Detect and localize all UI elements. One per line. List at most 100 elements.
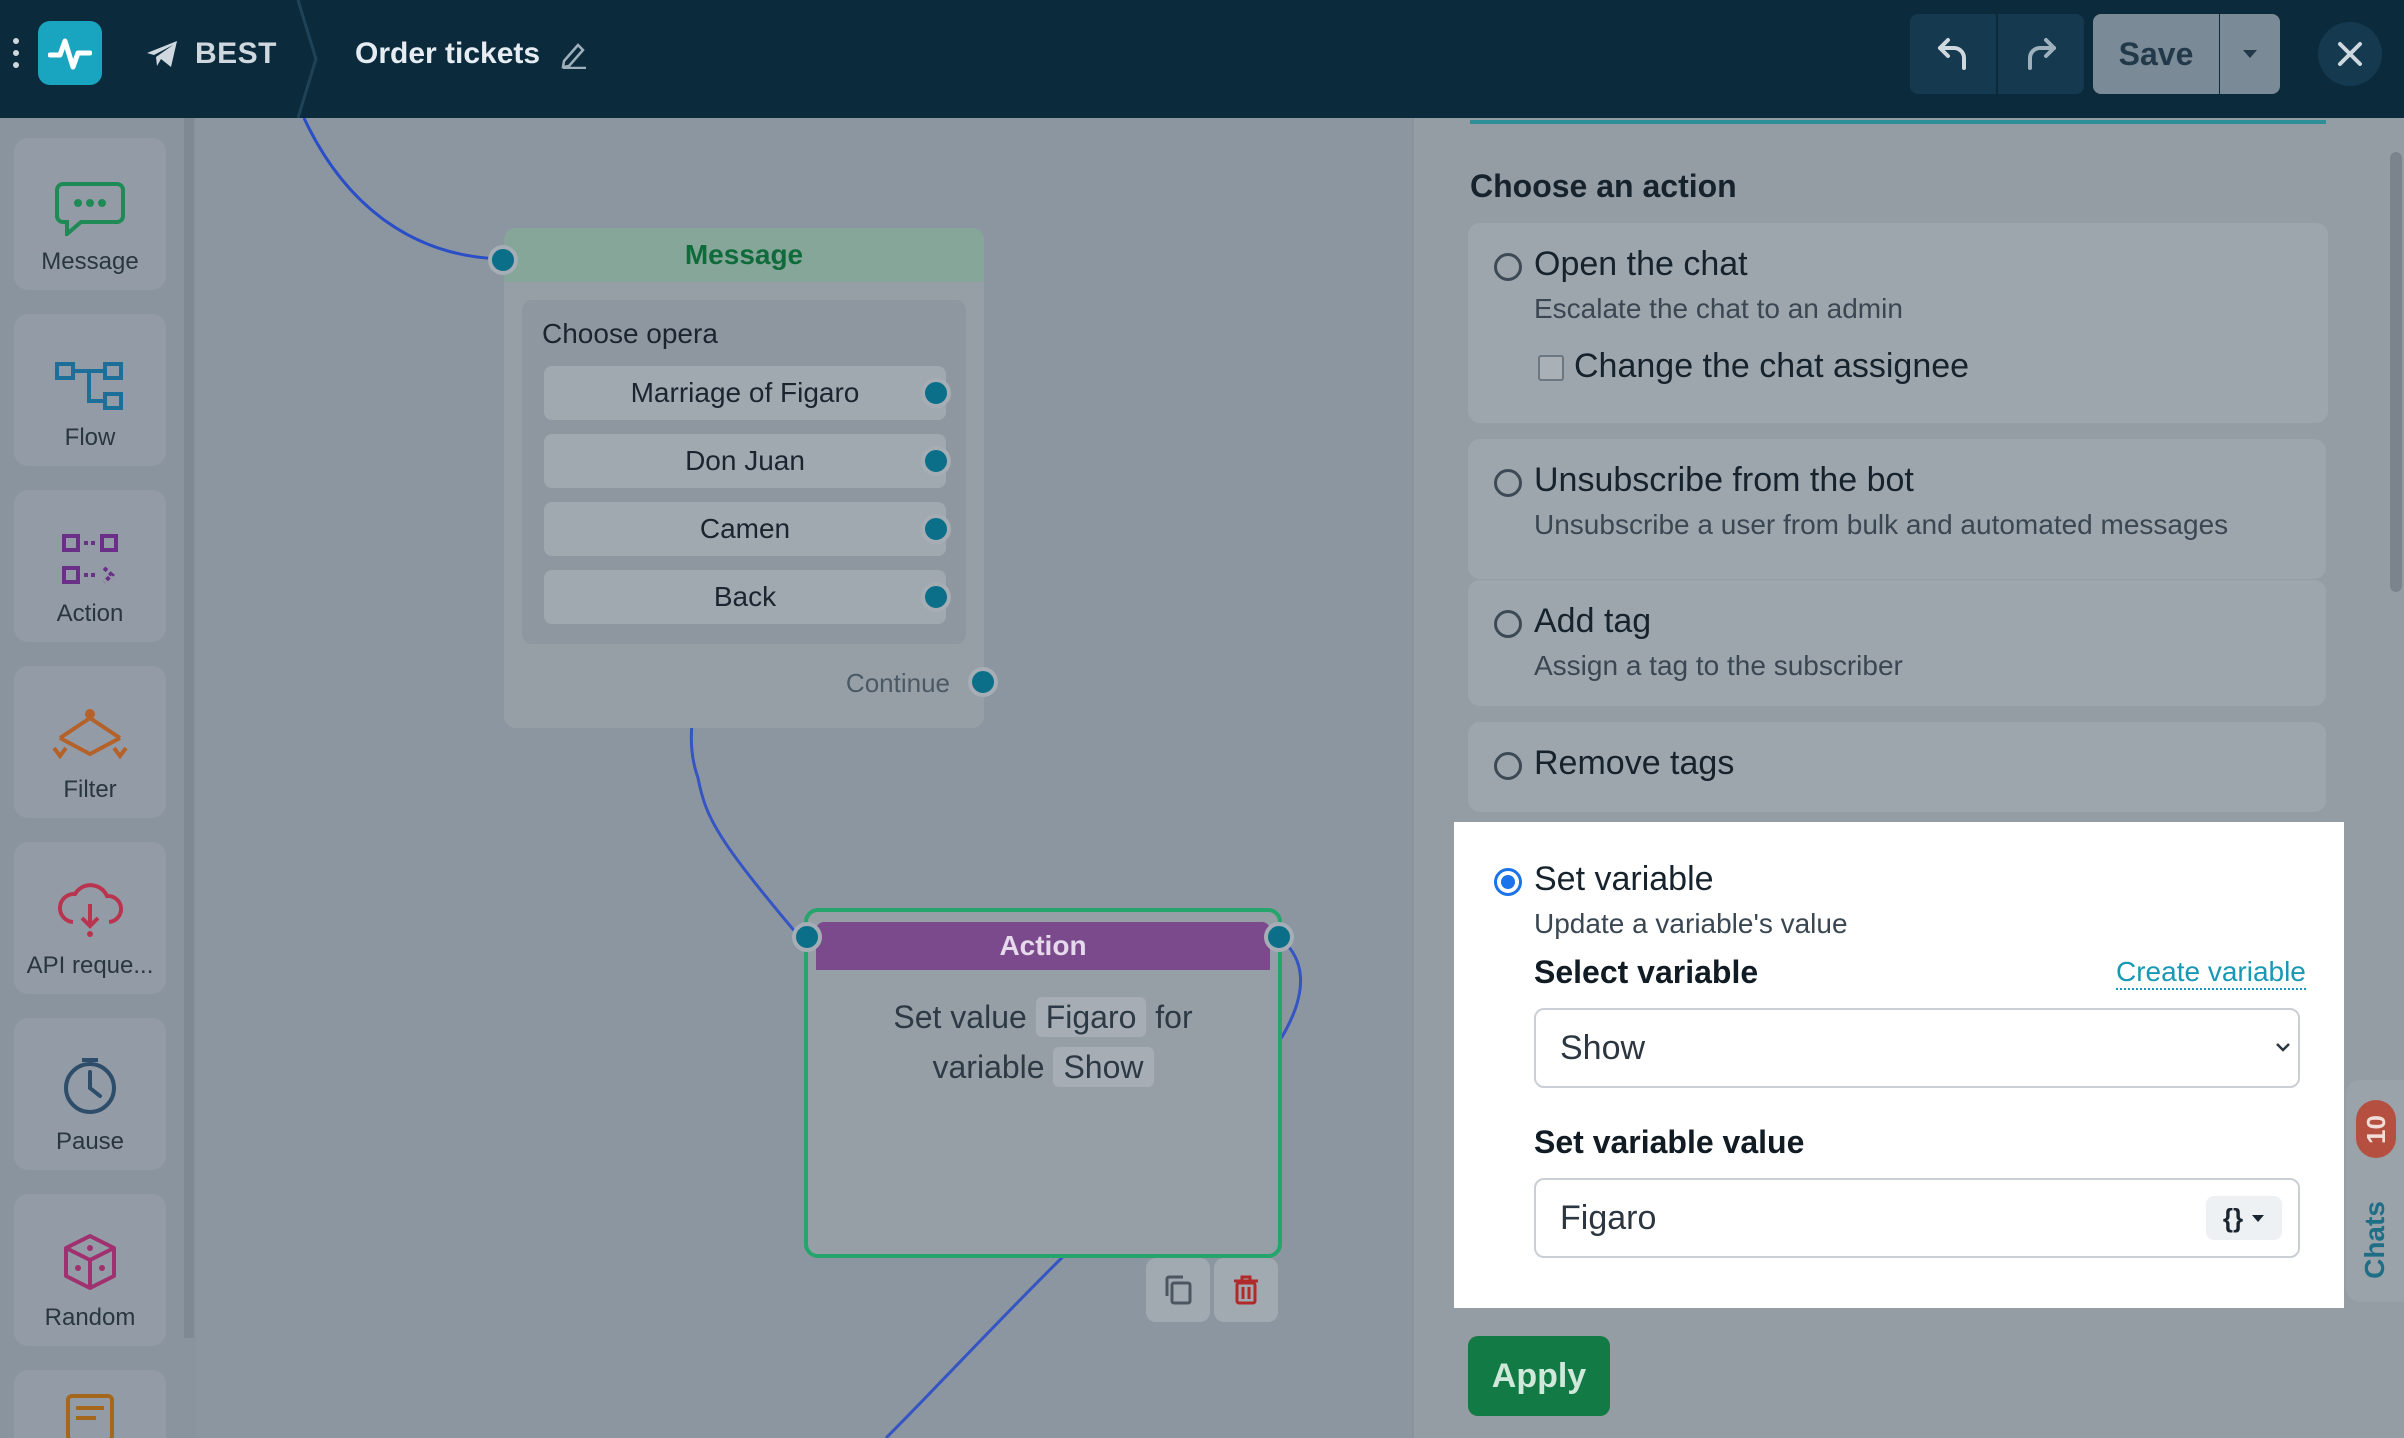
message-option[interactable]: Don Juan	[544, 434, 946, 488]
top-bar: BEST Order tickets Save	[0, 0, 2404, 118]
message-bubble-icon	[55, 182, 125, 236]
caret-down-icon	[2243, 50, 2257, 58]
message-node[interactable]: Message Choose opera Marriage of Figaro …	[488, 228, 998, 728]
option-subtitle: Update a variable's value	[1534, 908, 1848, 939]
trash-icon	[1234, 1275, 1258, 1305]
more-menu-icon[interactable]	[10, 38, 22, 78]
palette-api-request[interactable]: API reque...	[14, 842, 166, 994]
palette-action[interactable]: Action	[14, 490, 166, 642]
palette-random-label: Random	[44, 1304, 136, 1331]
option-title: Open the chat	[1534, 245, 1748, 283]
variable-value-input[interactable]: Figaro {}	[1534, 1178, 2300, 1258]
undo-button[interactable]	[1910, 14, 1996, 94]
panel-divider	[1470, 120, 2326, 124]
form-icon	[66, 1394, 114, 1438]
option-set-variable[interactable]: Set variable Update a variable's value S…	[1468, 834, 2326, 1294]
palette-filter[interactable]: Filter	[14, 666, 166, 818]
message-node-body[interactable]: Choose opera Marriage of Figaro Don Juan…	[522, 300, 966, 644]
continue-connector[interactable]	[968, 667, 998, 697]
palette-pause[interactable]: Pause	[14, 1018, 166, 1170]
delete-node-button[interactable]	[1214, 1258, 1278, 1322]
palette-scrollbar[interactable]	[184, 118, 194, 1338]
redo-button[interactable]	[1998, 14, 2084, 94]
radio-remove-tags[interactable]	[1494, 752, 1522, 780]
action-text-mid: for	[1155, 999, 1193, 1035]
apply-button[interactable]: Apply	[1468, 1336, 1610, 1416]
duplicate-node-button[interactable]	[1146, 1258, 1210, 1322]
option-label: Marriage of Figaro	[630, 377, 860, 408]
option-title: Remove tags	[1534, 744, 1735, 782]
app-logo[interactable]	[38, 21, 102, 85]
option-connector[interactable]	[921, 446, 951, 476]
continue-label: Continue	[845, 668, 950, 698]
message-node-title: Message	[504, 228, 984, 282]
copy-icon	[1165, 1275, 1192, 1305]
close-icon	[2338, 42, 2362, 66]
palette-random[interactable]: Random	[14, 1194, 166, 1346]
telegram-icon	[147, 41, 177, 67]
chats-tab-label: Chats	[2359, 1201, 2391, 1279]
message-text: Choose opera	[542, 318, 718, 349]
variable-select[interactable]: Show	[1534, 1008, 2300, 1088]
action-input-connector[interactable]	[792, 922, 822, 952]
palette-message-label: Message	[41, 248, 139, 275]
option-subtitle: Assign a tag to the subscriber	[1534, 650, 1903, 681]
radio-add-tag[interactable]	[1494, 610, 1522, 638]
palette-api-label: API reque...	[26, 952, 154, 979]
edit-pencil-icon[interactable]	[560, 39, 588, 69]
message-option[interactable]: Back	[544, 570, 946, 624]
action-node[interactable]: Action Set value Figaro for variable Sho…	[792, 908, 1294, 1258]
breadcrumb-separator	[296, 0, 318, 118]
option-label: Don Juan	[685, 445, 805, 476]
bot-breadcrumb[interactable]: BEST	[145, 32, 277, 76]
palette-pause-label: Pause	[55, 1128, 125, 1155]
message-option[interactable]: Marriage of Figaro	[544, 366, 946, 420]
action-node-description: Set value Figaro for variable Show	[808, 992, 1278, 1092]
radio-set-variable[interactable]	[1494, 868, 1522, 896]
option-title: Add tag	[1534, 602, 1652, 640]
option-unsubscribe[interactable]: Unsubscribe from the bot Unsubscribe a u…	[1468, 439, 2326, 579]
palette-filter-label: Filter	[63, 776, 117, 803]
panel-scrollbar[interactable]	[2390, 152, 2402, 592]
redo-icon	[2028, 38, 2056, 70]
save-button[interactable]: Save	[2093, 14, 2219, 94]
change-assignee-checkbox[interactable]	[1538, 355, 1564, 381]
action-icon	[62, 534, 118, 584]
palette-message[interactable]: Message	[14, 138, 166, 290]
action-text-prefix: Set value	[893, 999, 1027, 1035]
action-output-connector[interactable]	[1264, 922, 1294, 952]
insert-variable-button[interactable]: {}	[2206, 1196, 2282, 1240]
option-connector[interactable]	[921, 514, 951, 544]
close-button[interactable]	[2318, 22, 2382, 86]
option-open-chat[interactable]: Open the chat Escalate the chat to an ad…	[1468, 223, 2326, 423]
option-add-tag[interactable]: Add tag Assign a tag to the subscriber	[1468, 580, 2326, 706]
section-title: Choose an action	[1470, 168, 1737, 204]
palette-flow-label: Flow	[64, 424, 116, 451]
cloud-api-icon	[57, 883, 123, 937]
radio-open-chat[interactable]	[1494, 253, 1522, 281]
chevron-down-icon	[2276, 1043, 2290, 1052]
option-subtitle: Unsubscribe a user from bulk and automat…	[1534, 509, 2229, 540]
palette-flow[interactable]: Flow	[14, 314, 166, 466]
palette-more-item[interactable]	[14, 1370, 166, 1438]
create-variable-link[interactable]: Create variable	[2116, 956, 2306, 990]
clock-icon	[64, 1058, 116, 1114]
undo-icon	[1938, 38, 1966, 70]
palette-action-label: Action	[56, 600, 124, 627]
message-input-connector[interactable]	[488, 245, 518, 275]
chats-tab[interactable]: 10 Chats	[2346, 1080, 2404, 1302]
action-node-title: Action	[816, 922, 1270, 970]
flow-icon	[55, 362, 123, 410]
action-variable-chip: Show	[1053, 1047, 1154, 1087]
action-value-chip: Figaro	[1035, 997, 1147, 1037]
option-label: Camen	[699, 513, 791, 544]
option-remove-tags[interactable]: Remove tags	[1468, 722, 2326, 812]
save-options-button[interactable]	[2220, 14, 2280, 94]
message-option[interactable]: Camen	[544, 502, 946, 556]
radio-unsubscribe[interactable]	[1494, 469, 1522, 497]
flow-canvas[interactable]: Message Choose opera Marriage of Figaro …	[196, 118, 1412, 1438]
option-connector[interactable]	[921, 378, 951, 408]
set-variable-highlight: Set variable Update a variable's value S…	[1454, 822, 2344, 1308]
option-title: Set variable	[1534, 860, 1714, 898]
option-connector[interactable]	[921, 582, 951, 612]
